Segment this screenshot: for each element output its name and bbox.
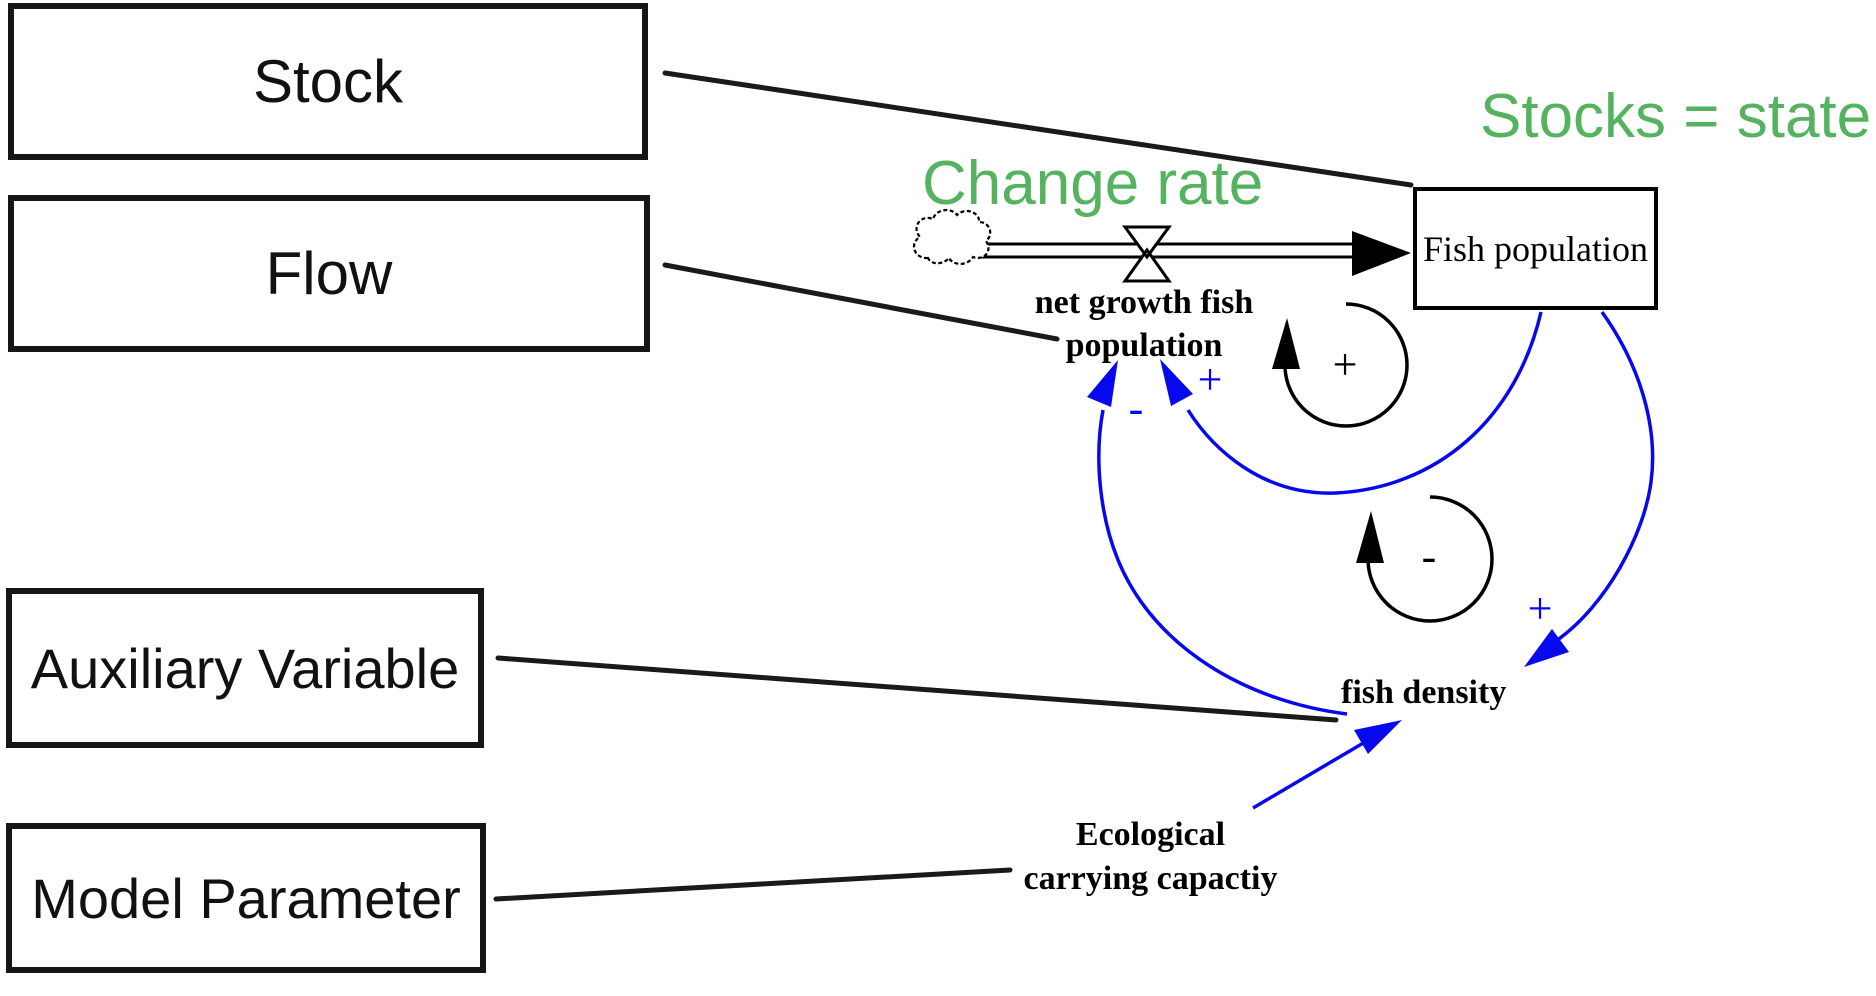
reinforcing-loop-arrowhead — [1272, 318, 1300, 369]
cloud-icon — [912, 209, 992, 265]
balancing-loop-arrowhead — [1356, 511, 1384, 563]
sign-reinforcing-loop: + — [1332, 340, 1358, 389]
link-stock-to-density — [1554, 310, 1655, 643]
legend-label-auxiliary-variable: Auxiliary Variable — [30, 636, 460, 700]
link-density-to-flow — [1097, 409, 1348, 716]
sign-stock-to-flow: + — [1197, 355, 1223, 404]
pipe-arrowhead — [1352, 231, 1411, 276]
sign-density-to-flow: - — [1128, 384, 1144, 433]
param-connector-line — [493, 867, 1013, 902]
param-node-carrying-capacity: Ecological carrying capactiy — [1013, 813, 1288, 901]
link-param-to-density — [1252, 740, 1366, 810]
link-stock-to-flow — [1186, 311, 1543, 495]
reinforcing-loop-icon — [1272, 302, 1409, 428]
balancing-loop-icon — [1356, 495, 1494, 623]
legend-box-auxiliary-variable: Auxiliary Variable — [6, 588, 484, 748]
aux-connector-line — [495, 655, 1339, 723]
flow-connector-line — [662, 262, 1060, 342]
link-stock-to-flow-arrowhead — [1160, 359, 1193, 406]
aux-node-label: fish density — [1341, 674, 1507, 711]
link-stock-to-density-arrowhead — [1524, 629, 1569, 667]
annotation-change-rate: Change rate — [922, 149, 1264, 218]
flow-node-net-growth: net growth fish population — [1018, 281, 1270, 367]
reinforcing-loop-arc — [1283, 302, 1409, 428]
legend-box-model-parameter: Model Parameter — [6, 823, 486, 973]
flow-node-label-line1: net growth fish — [1034, 284, 1254, 321]
legend-label-model-parameter: Model Parameter — [31, 866, 461, 930]
legend-label-flow: Flow — [265, 240, 393, 307]
link-param-to-density-arrowhead — [1354, 720, 1402, 754]
stock-node-fish-population: Fish population — [1413, 187, 1658, 310]
legend-label-stock: Stock — [252, 48, 404, 115]
sign-stock-to-density: + — [1527, 584, 1553, 633]
legend-box-stock: Stock — [8, 3, 648, 160]
legend-connector-lines — [493, 70, 1414, 902]
causal-links — [1087, 310, 1655, 810]
valve-icon — [1122, 225, 1172, 283]
sign-balancing-loop: - — [1421, 532, 1437, 581]
annotation-stocks-state: Stocks = state — [1480, 82, 1872, 151]
link-density-to-flow-arrowhead — [1087, 360, 1118, 407]
flow-node-label-line2: population — [1065, 327, 1223, 364]
balancing-loop-arc — [1366, 495, 1494, 623]
legend-box-flow: Flow — [8, 195, 650, 352]
param-node-label-line1: Ecological — [1075, 816, 1226, 853]
stock-connector-line — [662, 70, 1414, 188]
param-node-label-line2: carrying capactiy — [1023, 860, 1278, 897]
stock-node-label: Fish population — [1422, 228, 1649, 269]
aux-node-fish-density: fish density — [1341, 676, 1506, 710]
flow-pipe — [912, 209, 1411, 283]
